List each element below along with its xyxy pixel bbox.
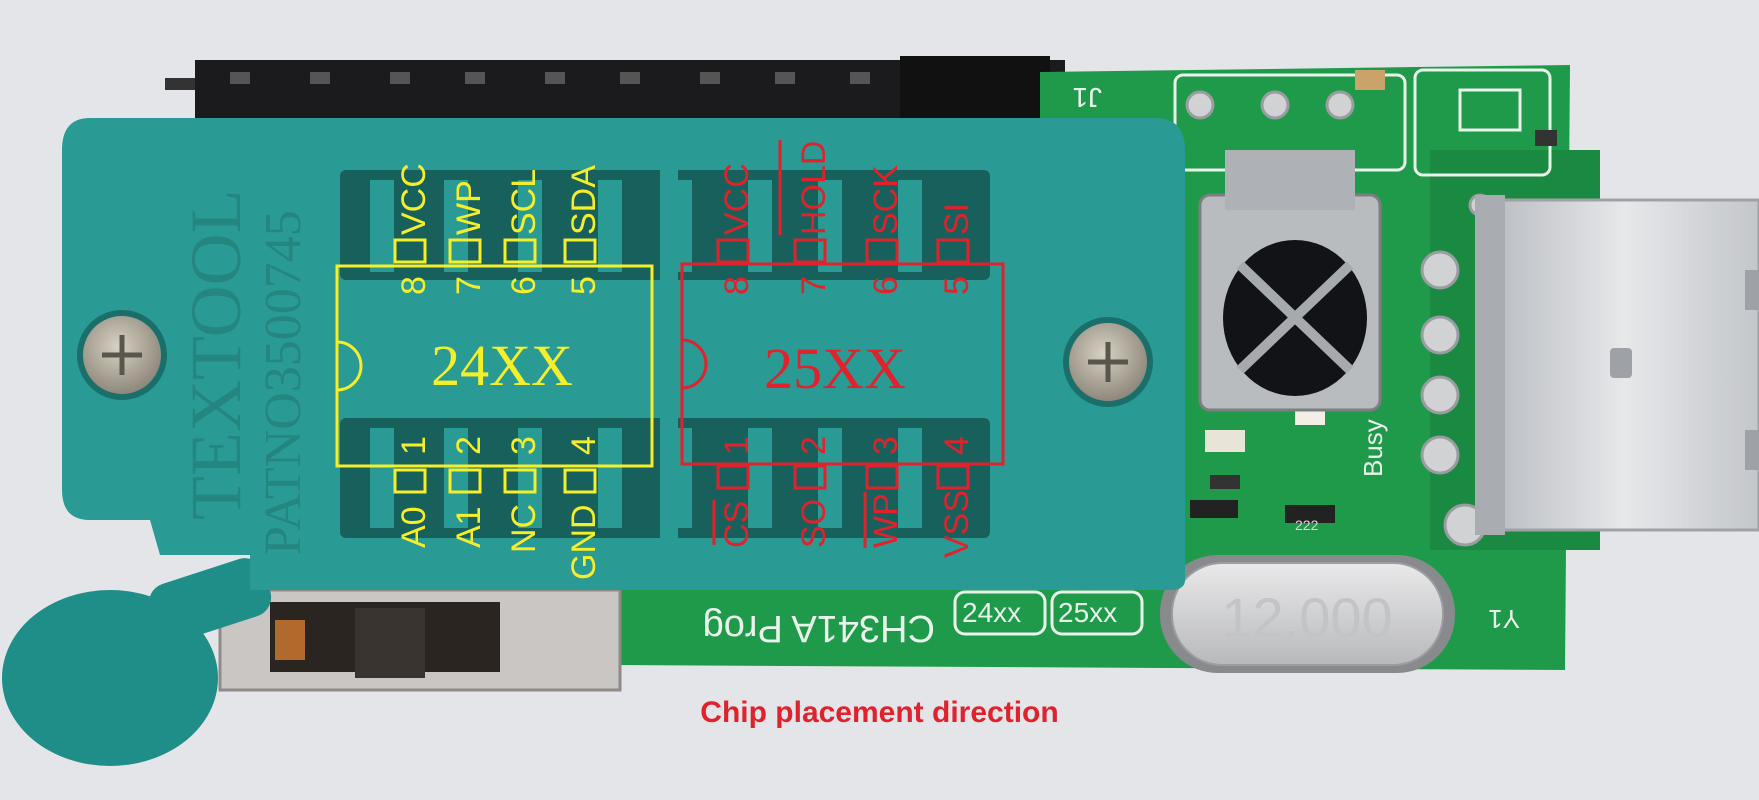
chip-25xx-notch — [681, 338, 708, 390]
chip-24xx-outline — [335, 264, 654, 468]
pin-24xx-num-6: 6 — [505, 276, 543, 295]
crystal: 12.000 — [1160, 555, 1455, 673]
silk-25xx: 25xx — [1058, 597, 1117, 628]
crystal-frequency: 12.000 — [1221, 586, 1392, 649]
silk-j1: J1 — [1072, 82, 1102, 113]
active-low-overbars — [712, 140, 867, 548]
pin-25xx-name-3: WP — [867, 493, 905, 548]
pin-24xx-num-7: 7 — [450, 276, 488, 295]
socket-lever — [2, 558, 622, 766]
zif-socket: TEXTOOL PATNO3500745 — [62, 118, 1185, 590]
pin-25xx-num-8: 8 — [718, 276, 756, 295]
pin-24xx-name-5: SDA — [565, 165, 603, 235]
pin-25xx-name-6: SCK — [867, 165, 905, 235]
pin-25xx-num-6: 6 — [867, 276, 905, 295]
pin-24xx-name-4: GND — [565, 504, 603, 580]
silk-y1: Y1 — [1488, 604, 1520, 634]
socket-patent: PATNO3500745 — [255, 210, 312, 555]
socket-brand: TEXTOOL — [176, 189, 256, 520]
silk-24xx: 24xx — [962, 597, 1021, 628]
pin-25xx-name-5: SI — [938, 203, 976, 235]
pin-24xx-num-1: 1 — [395, 436, 433, 455]
pin-24xx-num-8: 8 — [395, 276, 433, 295]
silk-busy: Busy — [1358, 419, 1388, 477]
pin-24xx-name-8: VCC — [395, 163, 433, 235]
pin-24xx-num-2: 2 — [450, 436, 488, 455]
pin-24xx-num-5: 5 — [565, 276, 603, 295]
pin-24xx-name-1: A0 — [395, 506, 433, 548]
pin-25xx-name-4: VSS — [938, 490, 976, 558]
pin-25xx-num-5: 5 — [938, 276, 976, 295]
pin-25xx-num-7: 7 — [795, 276, 833, 295]
ir-receiver — [1198, 150, 1382, 412]
pin-25xx-num-4: 4 — [938, 436, 976, 455]
chip-24xx-notch — [336, 340, 363, 392]
caption: Chip placement direction — [700, 696, 1059, 729]
chip-25xx-overlay — [680, 238, 1005, 490]
pin-24xx-name-3: NC — [505, 504, 543, 553]
pin-25xx-name-1: CS — [718, 501, 756, 548]
pin-25xx-num-1: 1 — [718, 436, 756, 455]
silk-r-code: 222 — [1295, 517, 1319, 533]
pin-25xx-name-8: VCC — [718, 163, 756, 235]
pin-24xx-name-6: SCL — [505, 169, 543, 235]
pin-24xx-name-2: A1 — [450, 506, 488, 548]
pin-24xx-num-3: 3 — [505, 436, 543, 455]
pin-24xx-name-7: WP — [450, 180, 488, 235]
chip-24xx-label: 24XX — [431, 333, 573, 398]
chip-25xx-label: 25XX — [764, 336, 906, 401]
pin-25xx-name-7: HOLD — [795, 141, 833, 235]
silk-board-name: CH341A Prog — [703, 607, 935, 649]
chip-24xx-overlay — [335, 238, 654, 494]
chip-25xx-outline — [680, 262, 1005, 466]
pin-24xx-num-4: 4 — [565, 436, 603, 455]
pin-25xx-num-3: 3 — [867, 436, 905, 455]
pin-header — [165, 56, 1065, 122]
pin-25xx-num-2: 2 — [795, 436, 833, 455]
usb-connector — [1475, 195, 1759, 535]
pin-25xx-name-2: SO — [795, 499, 833, 548]
